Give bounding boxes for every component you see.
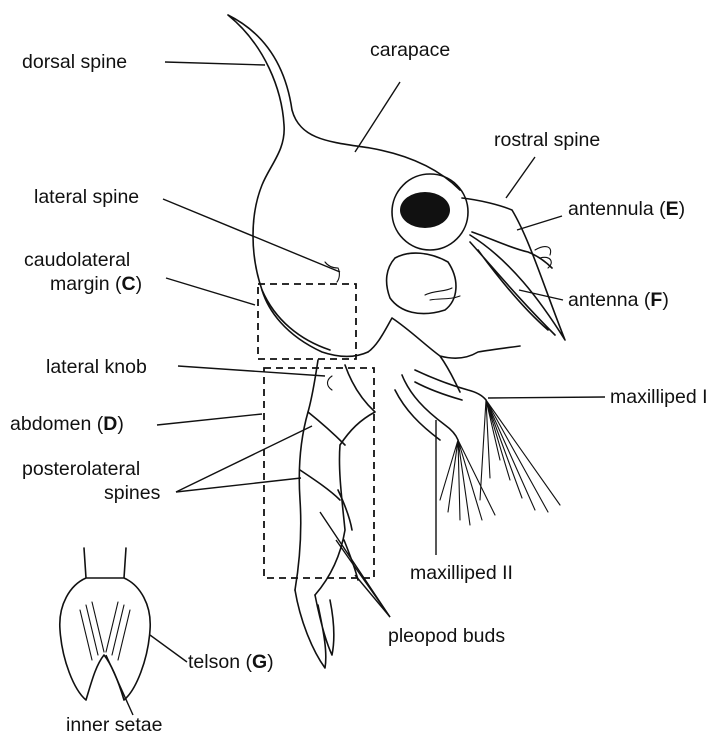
maxilliped-2 <box>395 375 458 440</box>
thorax <box>368 318 520 392</box>
label-antenna: antenna (F) <box>568 289 669 311</box>
label-lateral-spine: lateral spine <box>34 186 139 208</box>
abdomen-box <box>264 368 374 578</box>
eye <box>400 192 450 228</box>
abdomen <box>295 360 375 595</box>
label-posterolateral-line2: spines <box>104 482 161 504</box>
label-posterolateral-line1: posterolateral <box>22 458 140 480</box>
label-antennula: antennula (E) <box>568 198 685 220</box>
posterolateral-spine-2 <box>300 470 340 500</box>
lateral-spine-mark <box>325 262 339 282</box>
posterolateral-spine-1 <box>308 412 345 445</box>
antenna <box>470 242 555 335</box>
caudolateral-box <box>258 284 356 359</box>
zoea-drawing <box>228 15 565 668</box>
telson-main <box>295 590 334 668</box>
label-lateral-knob: lateral knob <box>46 356 147 378</box>
label-dorsal-spine: dorsal spine <box>22 51 127 73</box>
telson-inset <box>60 548 150 700</box>
label-rostral-spine: rostral spine <box>494 129 600 151</box>
label-caudolateral-line2: margin (C) <box>50 273 142 295</box>
label-telson: telson (G) <box>188 651 274 673</box>
label-maxilliped-2: maxilliped II <box>410 562 513 584</box>
maxilliped-setae <box>440 400 560 525</box>
mouthparts <box>387 253 456 314</box>
label-abdomen: abdomen (D) <box>10 413 124 435</box>
label-carapace: carapace <box>370 39 450 61</box>
label-pleopod-buds: pleopod buds <box>388 625 505 647</box>
label-inner-setae: inner setae <box>66 714 162 736</box>
antennula <box>472 232 552 268</box>
label-caudolateral-line1: caudolateral <box>24 249 130 271</box>
carapace-lower <box>262 290 368 357</box>
label-maxilliped-1: maxilliped I <box>610 386 708 408</box>
lateral-knob-mark <box>328 376 333 390</box>
